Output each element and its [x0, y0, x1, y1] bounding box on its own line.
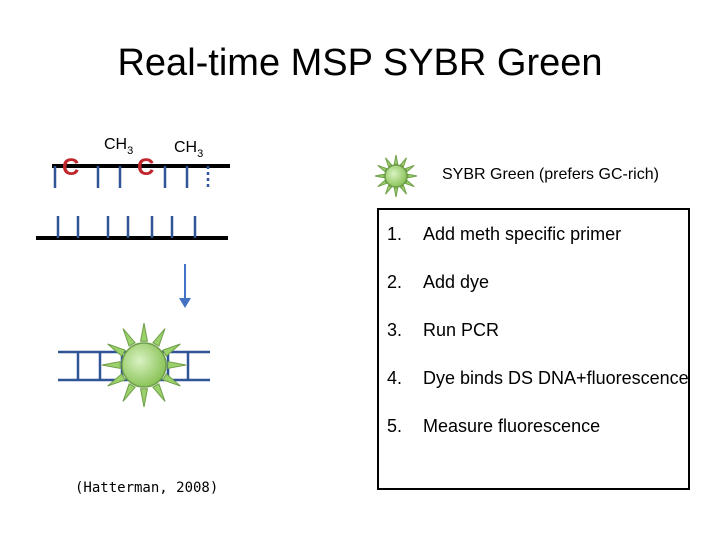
dye-ray	[163, 344, 181, 356]
sybr-dye-icon	[102, 323, 186, 407]
dye-ray	[153, 329, 165, 347]
dye-ray	[141, 389, 148, 407]
step-item: 1.Add meth specific primer	[387, 224, 621, 245]
dye-ray	[408, 174, 417, 177]
dye-legend-label: SYBR Green (prefers GC-rich)	[442, 166, 659, 184]
dye-ray	[405, 180, 414, 186]
step-item: 3.Run PCR	[387, 320, 499, 341]
methyl-c-1: C	[62, 154, 79, 181]
step-item: 5.Measure fluorescence	[387, 416, 600, 437]
citation: (Hatterman, 2008)	[75, 480, 218, 496]
dye-ray	[394, 155, 397, 164]
dye-ray	[400, 185, 406, 194]
steps-box: 1.Add meth specific primer 2.Add dye 3.R…	[377, 208, 690, 490]
dye-ray	[394, 188, 397, 197]
dye-core	[385, 165, 407, 187]
dye-ray	[108, 344, 126, 356]
primer-strand	[36, 216, 228, 238]
dye-ray	[405, 166, 414, 172]
methyl-c-2: C	[137, 154, 154, 181]
ch3-label-1: CH3	[104, 136, 133, 157]
dye-ray	[102, 362, 120, 369]
dye-core	[122, 343, 166, 387]
dye-ray	[123, 384, 135, 402]
dye-ray	[375, 174, 384, 177]
dye-ray	[141, 323, 148, 341]
down-arrow-icon	[179, 264, 191, 308]
step-item: 4.Dye binds DS DNA+fluorescence	[387, 368, 689, 389]
dye-ray	[378, 180, 387, 186]
dye-ray	[153, 384, 165, 402]
step-item: 2.Add dye	[387, 272, 489, 293]
dye-ray	[168, 362, 186, 369]
dye-ray	[400, 158, 406, 167]
dye-ray	[386, 185, 392, 194]
sun-icon	[375, 155, 417, 197]
ch3-label-2: CH3	[174, 139, 203, 160]
dye-ray	[386, 158, 392, 167]
dye-ray	[123, 329, 135, 347]
dye-ray	[378, 166, 387, 172]
